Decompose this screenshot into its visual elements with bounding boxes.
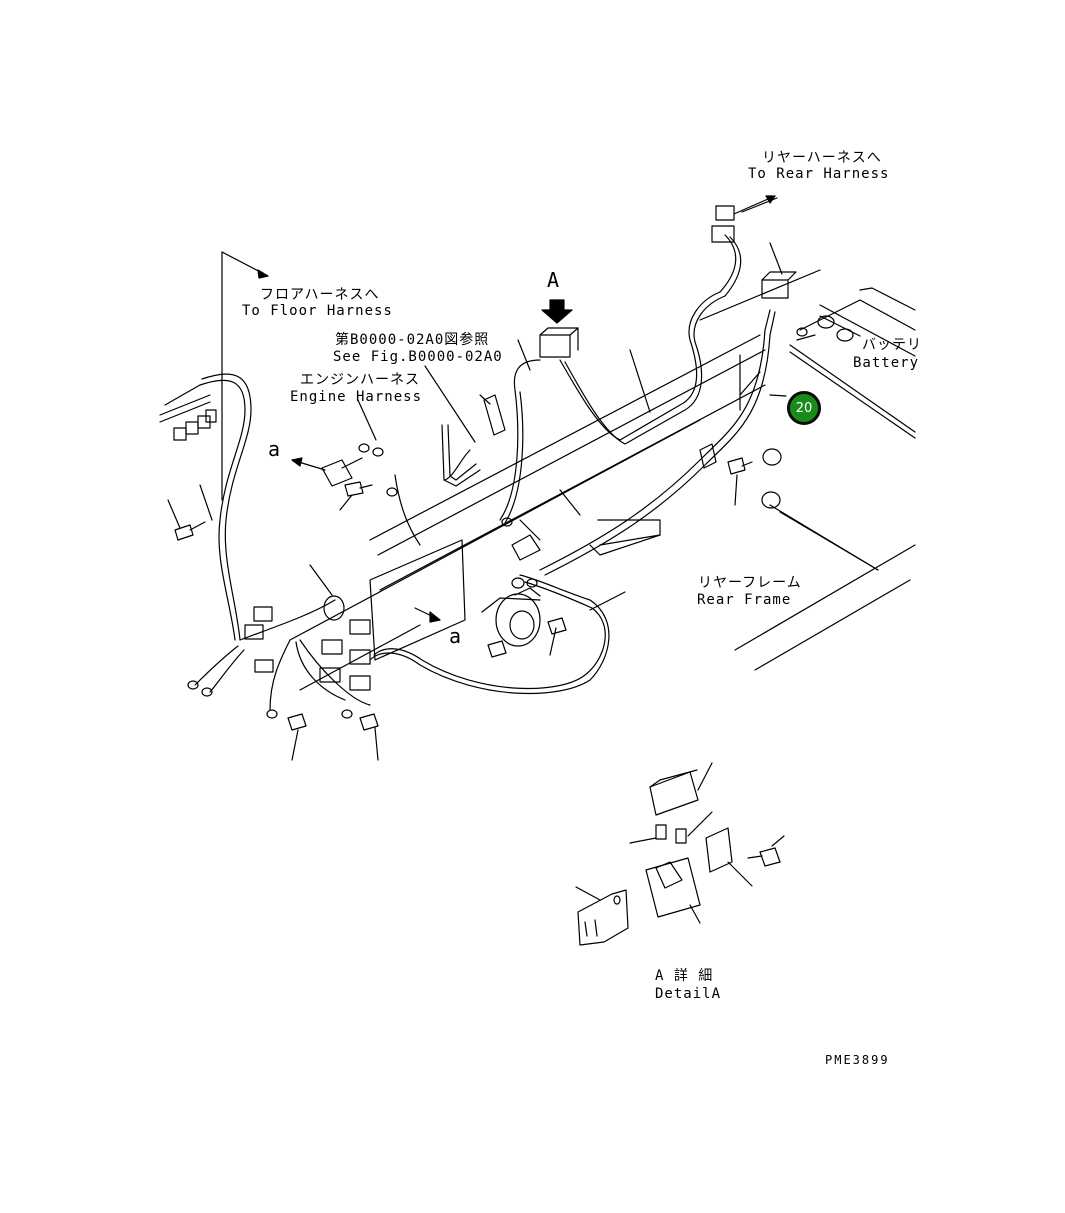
detail-a-parts	[576, 763, 752, 945]
relay-connector	[540, 328, 578, 357]
ring-terminals	[188, 444, 537, 718]
ref-a-label-1: a	[268, 437, 281, 461]
engine-harness-label-en: Engine Harness	[290, 389, 423, 405]
rear-frame	[290, 270, 915, 690]
relay-panel	[245, 540, 465, 690]
see-fig-label-en: See Fig.B0000-02A0	[333, 349, 503, 365]
bolts	[168, 458, 784, 866]
engine-harness-connector	[322, 458, 362, 486]
caps	[762, 449, 878, 570]
to-rear-harness-label-jp: リヤーハーネスへ	[762, 150, 882, 166]
view-a-label: A	[547, 268, 560, 292]
battery-label-jp: バッテリ	[862, 337, 922, 353]
battery	[790, 288, 915, 438]
to-rear-harness-label-en: To Rear Harness	[748, 166, 890, 182]
rear-frame-label-jp: リヤーフレーム	[698, 575, 802, 591]
floor-harness-connectors	[160, 395, 216, 440]
rear-harness-connector	[712, 206, 796, 298]
detail-a-label-jp: A 詳 細	[655, 968, 714, 984]
leader-lines	[200, 198, 860, 595]
see-fig-label-jp: 第B0000-02A0図参照	[335, 332, 490, 348]
main-harness	[165, 235, 775, 710]
rear-frame-label-en: Rear Frame	[697, 592, 792, 608]
to-floor-harness-label-jp: フロアハーネスへ	[260, 287, 380, 303]
tube	[442, 395, 540, 560]
ref-a-label-2: a	[449, 624, 462, 648]
part-callout-20[interactable]: 20	[787, 391, 821, 425]
detail-a-label-en: DetailA	[655, 986, 722, 1002]
starter-component	[482, 578, 540, 646]
ref-arrows	[258, 196, 775, 622]
view-a-arrow	[542, 300, 572, 323]
harness-clamp	[590, 444, 716, 555]
figure-code: PME3899	[825, 1053, 890, 1067]
to-floor-harness-label-en: To Floor Harness	[242, 303, 393, 319]
engine-harness-label-jp: エンジンハーネス	[300, 372, 420, 388]
battery-label-en: Battery	[853, 355, 920, 371]
